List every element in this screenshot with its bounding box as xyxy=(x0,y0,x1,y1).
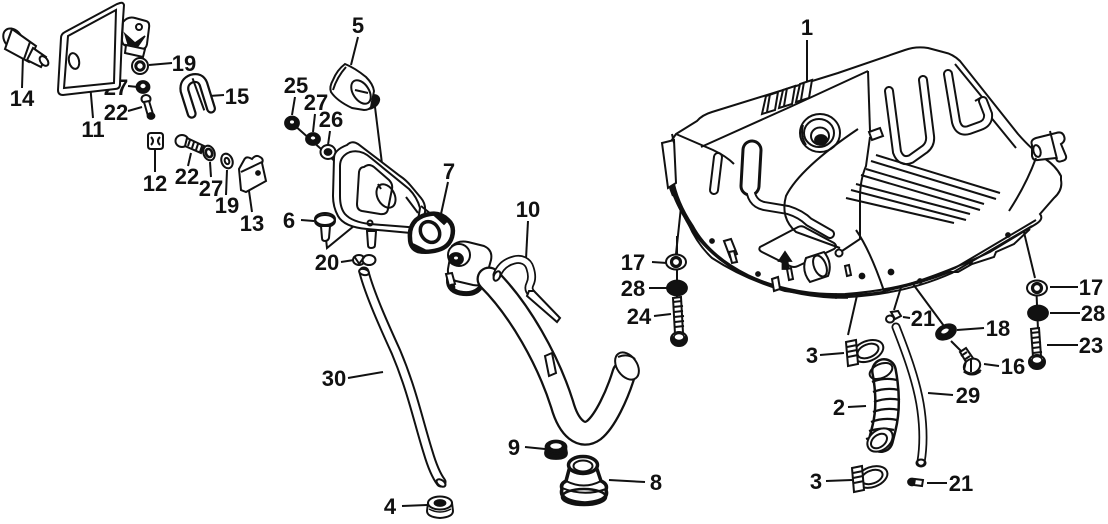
svg-text:26: 26 xyxy=(319,107,343,132)
svg-text:9: 9 xyxy=(508,435,520,460)
svg-text:27: 27 xyxy=(199,176,223,201)
svg-text:20: 20 xyxy=(315,250,339,275)
svg-text:28: 28 xyxy=(621,276,645,301)
svg-text:30: 30 xyxy=(322,366,346,391)
svg-text:11: 11 xyxy=(81,117,104,142)
svg-text:21: 21 xyxy=(911,306,935,331)
svg-text:25: 25 xyxy=(284,73,308,98)
svg-text:17: 17 xyxy=(621,250,645,275)
svg-text:8: 8 xyxy=(650,470,662,495)
svg-text:19: 19 xyxy=(172,51,196,76)
svg-text:22: 22 xyxy=(175,164,199,189)
svg-text:27: 27 xyxy=(304,90,328,115)
svg-text:2: 2 xyxy=(833,395,845,420)
svg-text:17: 17 xyxy=(1079,275,1103,300)
svg-text:13: 13 xyxy=(240,211,264,236)
svg-text:3: 3 xyxy=(806,343,818,368)
svg-text:5: 5 xyxy=(352,13,364,38)
svg-text:16: 16 xyxy=(1001,354,1025,379)
svg-text:23: 23 xyxy=(1079,333,1103,358)
svg-text:29: 29 xyxy=(956,383,980,408)
svg-text:10: 10 xyxy=(516,197,540,222)
svg-text:7: 7 xyxy=(443,159,455,184)
svg-text:3: 3 xyxy=(810,469,822,494)
svg-text:28: 28 xyxy=(1081,301,1105,326)
svg-text:24: 24 xyxy=(627,304,652,329)
svg-text:4: 4 xyxy=(384,494,397,519)
svg-text:21: 21 xyxy=(949,471,973,496)
svg-text:18: 18 xyxy=(986,316,1010,341)
svg-text:15: 15 xyxy=(225,84,249,109)
svg-text:19: 19 xyxy=(215,193,239,218)
svg-text:1: 1 xyxy=(801,15,813,40)
svg-text:12: 12 xyxy=(143,171,167,196)
svg-text:6: 6 xyxy=(283,208,295,233)
svg-text:22: 22 xyxy=(104,100,128,125)
svg-text:14: 14 xyxy=(10,86,35,111)
